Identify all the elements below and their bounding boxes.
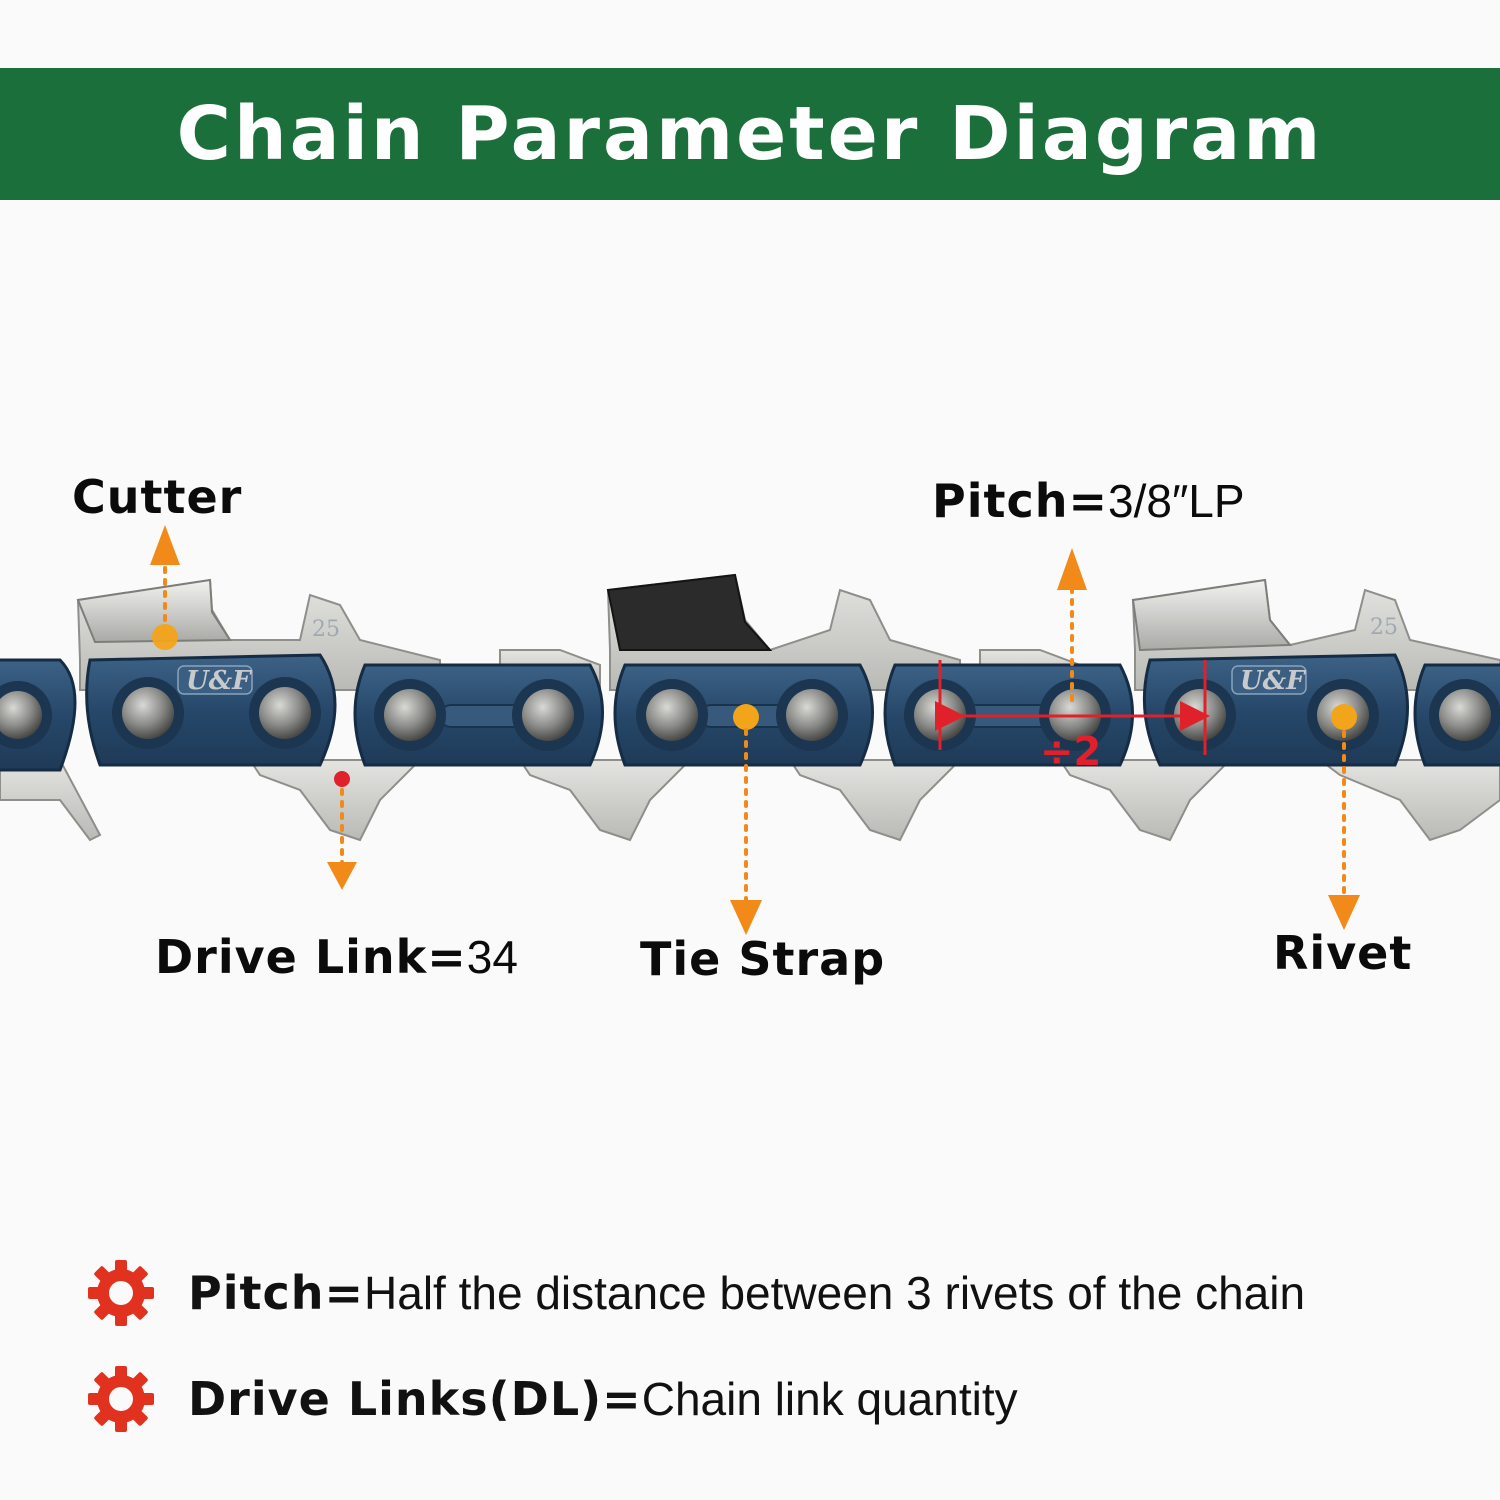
drive-link-tooth (788, 759, 963, 842)
gear-icon (88, 1260, 154, 1326)
rivet (374, 679, 446, 751)
rivet (776, 679, 848, 751)
pitch-note-term: Pitch= (188, 1266, 365, 1320)
drive-link-label: Drive Link=34 (155, 930, 518, 984)
rivet (1429, 679, 1500, 751)
cutter-top (76, 578, 232, 644)
brand-mark: U&F (1240, 666, 1306, 696)
pitch-measure (935, 660, 1210, 755)
callout-arrows (150, 525, 1360, 935)
cutter-top (1131, 578, 1293, 652)
rivet-arrow (1328, 704, 1360, 930)
rivets (0, 677, 1500, 751)
rivet-label: Rivet (1273, 926, 1412, 980)
page-title: Chain Parameter Diagram (176, 91, 1324, 177)
cutter-tops (76, 573, 1293, 652)
tie-strap-label: Tie Strap (640, 932, 885, 986)
gauge-stamps: 25 25 (312, 615, 1398, 642)
brand-stamps: U&F U&F (177, 665, 1307, 696)
drive-links-note: Drive Links(DL)=Chain link quantity (86, 1364, 1018, 1434)
rivet (0, 681, 52, 749)
pitch-label: Pitch=3/8″LP (932, 474, 1245, 528)
pitch-arrow (1057, 548, 1087, 702)
rivet-term: Rivet (1273, 926, 1413, 980)
drive-link-arrow (327, 771, 357, 890)
cutter-term: Cutter (72, 470, 243, 524)
cutter-top (606, 573, 773, 651)
gauge-mark: 25 (1370, 615, 1398, 640)
rivet (636, 679, 708, 751)
pitch-note-text: Half the distance between 3 rivets of th… (364, 1267, 1306, 1319)
tie-strap-term: Tie Strap (640, 932, 886, 986)
pitch-term: Pitch= (932, 474, 1109, 528)
drive-link-value: 34 (466, 931, 518, 983)
rivet (512, 679, 584, 751)
divide-by-two-mark: ÷2 (1040, 729, 1101, 775)
drive-link-tooth (1317, 759, 1500, 842)
tie-strap-arrow (730, 704, 762, 935)
drive-link-tooth (518, 759, 693, 842)
gear-icon (88, 1366, 154, 1432)
brand-mark: U&F (186, 666, 252, 696)
title-banner: Chain Parameter Diagram (0, 68, 1500, 200)
pitch-note: Pitch=Half the distance between 3 rivets… (86, 1258, 1305, 1328)
drive-link-teeth (0, 759, 1500, 842)
drive-link-tooth (248, 759, 423, 842)
drive-link-term: Drive Link= (155, 930, 467, 984)
cutter-arrow (150, 525, 180, 650)
drive-link-tooth (1058, 759, 1233, 842)
pitch-value: 3/8″LP (1108, 475, 1245, 527)
rivet (112, 677, 184, 749)
cutter-label: Cutter (72, 470, 242, 524)
rivet (249, 677, 321, 749)
drive-links-note-text: Chain link quantity (641, 1373, 1018, 1425)
gauge-mark: 25 (312, 617, 340, 642)
drive-links-note-term: Drive Links(DL)= (188, 1372, 642, 1426)
drive-link-tooth (0, 759, 102, 842)
